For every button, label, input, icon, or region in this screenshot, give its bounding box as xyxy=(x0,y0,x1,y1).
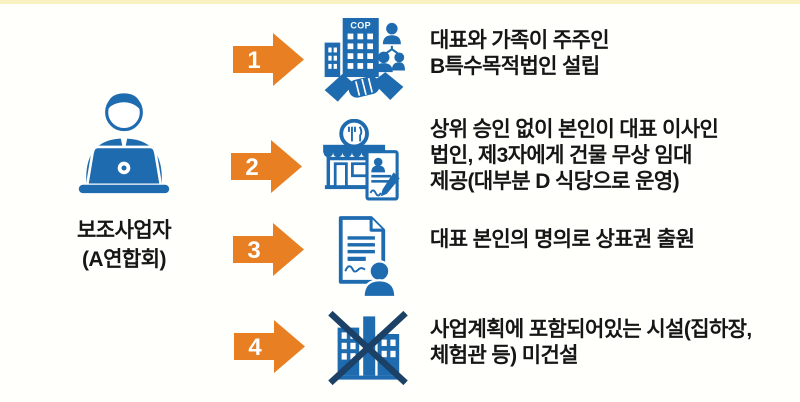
arrow-step-1: 1 xyxy=(233,33,304,86)
arrow-step-3: 3 xyxy=(233,223,304,276)
step-3-text: 대표 본인의 명의로 상표권 출원 xyxy=(430,227,795,253)
step-4-line2: 체험관 등) 미건설 xyxy=(430,344,579,367)
step-4-text: 사업계획에 포함되어있는 시설(집하장, 체험관 등) 미건설 xyxy=(430,317,795,369)
step-2-line3: 제공(대부분 D 식당으로 운영) xyxy=(430,170,680,193)
actor-label-line1: 보조사업자 xyxy=(76,219,172,242)
trademark-document-icon xyxy=(338,216,397,297)
step-number-2: 2 xyxy=(245,154,258,181)
step-1-text: 대표와 가족이 주주인 B특수목적법인 설립 xyxy=(430,28,795,80)
actor-label-line2: (A연합회) xyxy=(81,248,167,271)
step-number-4: 4 xyxy=(248,334,262,361)
step-2-text: 상위 승인 없이 본인이 대표 이사인 법인, 제3자에게 건물 무상 임대 제… xyxy=(430,117,795,195)
company-handshake-icon: COP xyxy=(324,18,405,102)
step-3-line1: 대표 본인의 명의로 상표권 출원 xyxy=(430,228,695,251)
person-laptop-icon xyxy=(78,93,170,194)
actor-label: 보조사업자 (A연합회) xyxy=(28,216,220,274)
step-1-line2: B특수목적법인 설립 xyxy=(430,55,600,78)
arrow-step-4: 4 xyxy=(234,320,305,373)
restaurant-contract-icon xyxy=(323,119,400,201)
step-number-3: 3 xyxy=(247,237,260,264)
step-4-line1: 사업계획에 포함되어있는 시설(집하장, xyxy=(430,318,752,341)
company-sign-text: COP xyxy=(350,21,371,31)
arrow-step-2: 2 xyxy=(231,140,302,193)
step-1-line1: 대표와 가족이 주주인 xyxy=(430,29,610,52)
step-2-line1: 상위 승인 없이 본인이 대표 이사인 xyxy=(430,118,719,141)
crossed-building-icon xyxy=(328,310,408,386)
step-number-1: 1 xyxy=(247,47,260,74)
step-2-line2: 법인, 제3자에게 건물 무상 임대 xyxy=(430,144,693,167)
top-strip xyxy=(0,0,800,4)
